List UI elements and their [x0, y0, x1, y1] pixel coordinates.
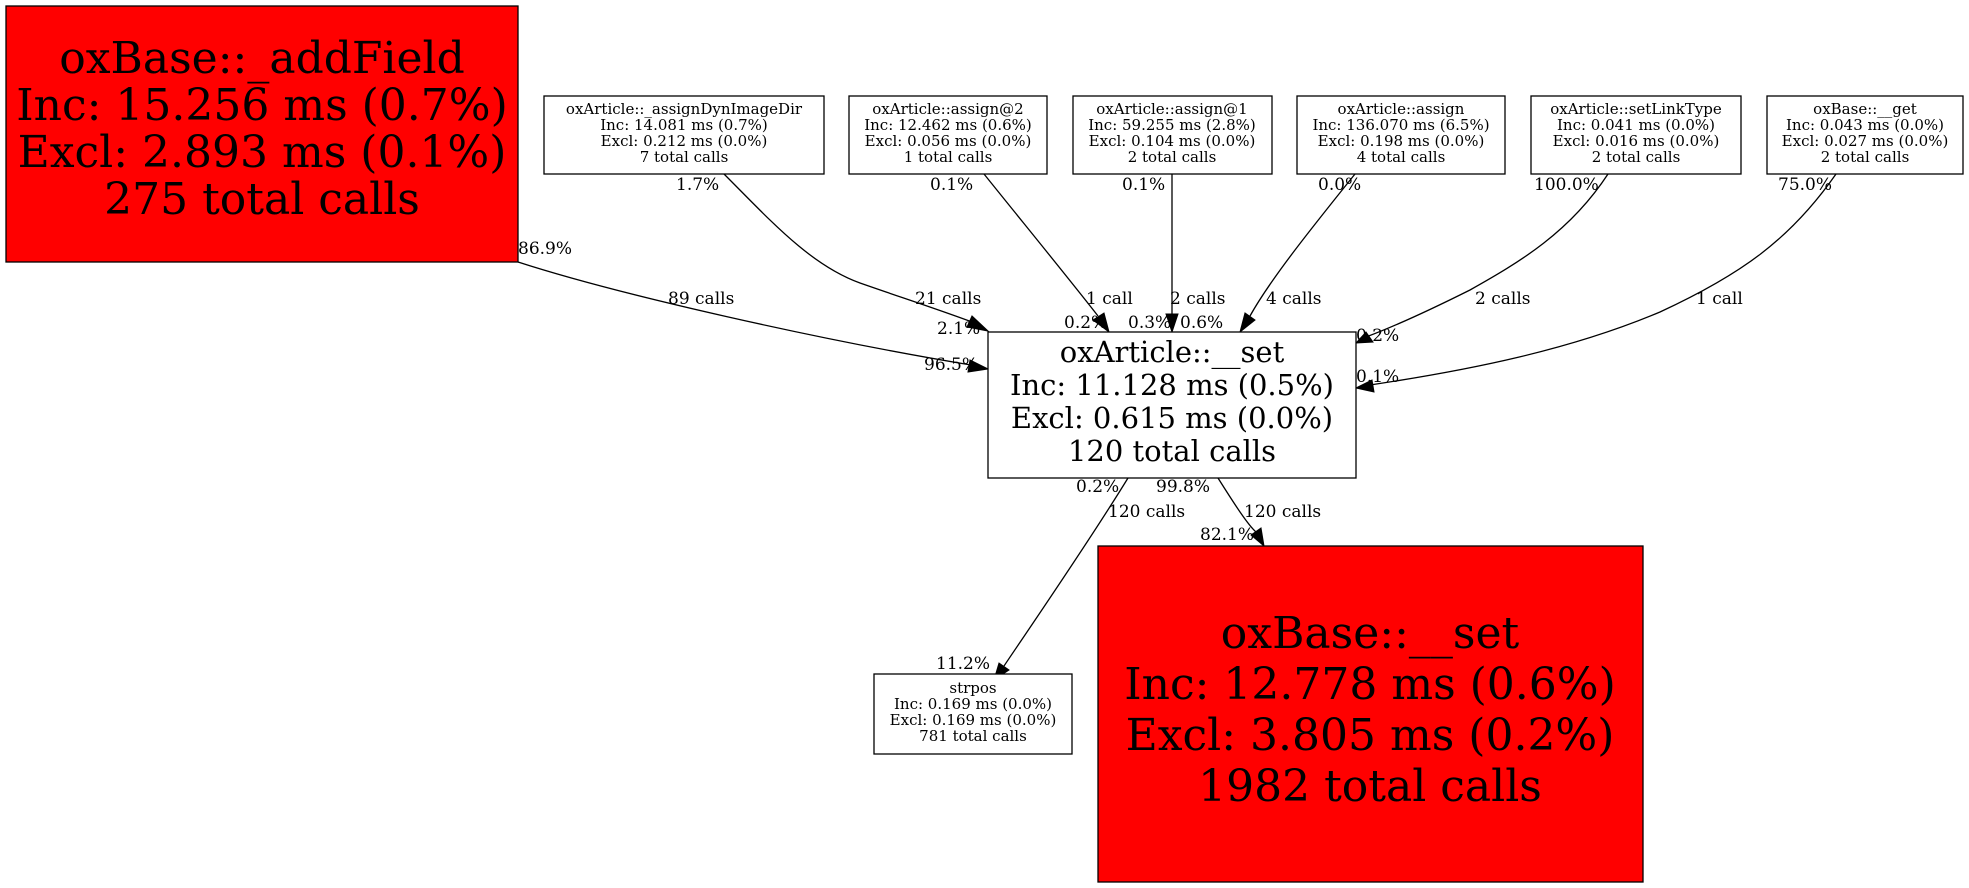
node-oxarticle-assign1[interactable]: oxArticle::assign@1 Inc: 59.255 ms (2.8%… — [1072, 95, 1273, 175]
edge-assign2-to-article-set[interactable]: 0.1% 1 call 0.2% — [930, 173, 1133, 334]
node-calls: 120 total calls — [1068, 434, 1276, 468]
node-excl: Excl: 0.212 ms (0.0%) — [601, 132, 768, 150]
node-inc: Inc: 59.255 ms (2.8%) — [1088, 116, 1256, 134]
node-calls: 2 total calls — [1128, 148, 1217, 166]
edge-head-pct: 0.3% — [1128, 313, 1171, 333]
edge-base-get-to-article-set[interactable]: 75.0% 1 call 0.1% — [1354, 173, 1837, 393]
edge-tail-pct: 75.0% — [1778, 175, 1832, 195]
node-inc: Inc: 0.041 ms (0.0%) — [1557, 116, 1715, 134]
node-oxarticle-assign[interactable]: oxArticle::assign Inc: 136.070 ms (6.5%)… — [1296, 95, 1506, 175]
edge-tail-pct: 1.7% — [676, 175, 719, 195]
edge-tail-pct: 0.1% — [930, 175, 973, 195]
edge-head-pct: 0.2% — [1356, 326, 1399, 346]
node-excl: Excl: 0.169 ms (0.0%) — [890, 711, 1057, 729]
node-calls: 1 total calls — [904, 148, 993, 166]
edge-head-pct: 96.5% — [924, 355, 978, 375]
node-title: strpos — [949, 679, 996, 697]
edge-head-pct: 82.1% — [1200, 525, 1254, 545]
node-inc: Inc: 15.256 ms (0.7%) — [16, 80, 508, 131]
node-oxarticle-assign2[interactable]: oxArticle::assign@2 Inc: 12.462 ms (0.6%… — [848, 95, 1048, 175]
node-excl: Excl: 0.016 ms (0.0%) — [1553, 132, 1720, 150]
node-title: oxArticle::_assignDynImageDir — [566, 100, 803, 118]
node-title: oxArticle::setLinkType — [1550, 100, 1722, 118]
node-title: oxArticle::assign@2 — [872, 100, 1023, 118]
node-title: oxArticle::assign — [1338, 100, 1465, 118]
node-inc: Inc: 136.070 ms (6.5%) — [1312, 116, 1489, 134]
node-oxarticle-set-link-type[interactable]: oxArticle::setLinkType Inc: 0.041 ms (0.… — [1530, 95, 1742, 175]
node-inc: Inc: 11.128 ms (0.5%) — [1010, 368, 1334, 402]
node-inc: Inc: 0.043 ms (0.0%) — [1786, 116, 1944, 134]
node-oxbase-set[interactable]: oxBase::__set Inc: 12.778 ms (0.6%) Excl… — [1097, 545, 1644, 883]
edge-article-set-to-base-set[interactable]: 99.8% 120 calls 82.1% — [1156, 477, 1321, 548]
node-calls: 2 total calls — [1821, 148, 1910, 166]
edge-article-set-to-strpos[interactable]: 0.2% 120 calls 11.2% — [936, 477, 1185, 682]
edge-calls-label: 1 call — [1086, 289, 1133, 309]
node-title: oxBase::__get — [1813, 100, 1917, 118]
edge-tail-pct: 100.0% — [1534, 175, 1599, 195]
edge-calls-label: 120 calls — [1244, 502, 1321, 522]
edge-head-pct: 11.2% — [936, 654, 990, 674]
node-inc: Inc: 14.081 ms (0.7%) — [600, 116, 768, 134]
edge-calls-label: 89 calls — [668, 289, 734, 309]
edge-tail-pct: 0.2% — [1076, 477, 1119, 497]
edge-tail-pct: 0.1% — [1122, 175, 1165, 195]
edge-head-pct: 0.6% — [1180, 313, 1223, 333]
node-calls: 1982 total calls — [1198, 761, 1542, 812]
edge-calls-label: 21 calls — [915, 289, 981, 309]
node-excl: Excl: 0.198 ms (0.0%) — [1318, 132, 1485, 150]
node-oxarticle-assign-dyn-image-dir[interactable]: oxArticle::_assignDynImageDir Inc: 14.08… — [543, 95, 825, 175]
node-calls: 275 total calls — [104, 174, 420, 225]
edge-tail-pct: 99.8% — [1156, 477, 1210, 497]
node-calls: 2 total calls — [1592, 148, 1681, 166]
edge-calls-label: 2 calls — [1475, 289, 1530, 309]
node-excl: Excl: 2.893 ms (0.1%) — [18, 127, 507, 178]
edge-calls-label: 4 calls — [1266, 289, 1321, 309]
node-calls: 7 total calls — [640, 148, 729, 166]
node-inc: Inc: 12.462 ms (0.6%) — [864, 116, 1032, 134]
node-excl: Excl: 0.615 ms (0.0%) — [1011, 401, 1333, 435]
node-calls: 781 total calls — [919, 727, 1027, 745]
edge-calls-label: 120 calls — [1108, 502, 1185, 522]
edge-head-pct: 0.1% — [1356, 367, 1399, 387]
node-oxbase-addfield[interactable]: oxBase::_addField Inc: 15.256 ms (0.7%) … — [5, 5, 519, 263]
node-excl: Excl: 0.027 ms (0.0%) — [1782, 132, 1949, 150]
edge-head-pct: 0.2% — [1064, 313, 1107, 333]
node-title: oxBase::_addField — [59, 33, 465, 84]
node-excl: Excl: 3.805 ms (0.2%) — [1126, 710, 1615, 761]
node-calls: 4 total calls — [1357, 148, 1446, 166]
node-title: oxArticle::assign@1 — [1096, 100, 1247, 118]
edge-calls-label: 2 calls — [1170, 289, 1225, 309]
node-excl: Excl: 0.056 ms (0.0%) — [865, 132, 1032, 150]
node-title: oxArticle::__set — [1060, 335, 1285, 370]
edge-assign1-to-article-set[interactable]: 0.1% 2 calls 0.3% — [1122, 174, 1225, 334]
node-inc: Inc: 12.778 ms (0.6%) — [1124, 659, 1616, 710]
edge-addfield-to-article-set[interactable]: 86.9% 89 calls 96.5% — [517, 239, 990, 375]
node-inc: Inc: 0.169 ms (0.0%) — [894, 695, 1052, 713]
node-title: oxBase::__set — [1221, 608, 1520, 659]
node-oxbase-get[interactable]: oxBase::__get Inc: 0.043 ms (0.0%) Excl:… — [1766, 95, 1964, 175]
edge-set-link-type-to-article-set[interactable]: 100.0% 2 calls 0.2% — [1354, 173, 1609, 346]
edge-assign-dyn-image-dir-to-article-set[interactable]: 1.7% 21 calls 2.1% — [676, 173, 990, 339]
node-oxarticle-set[interactable]: oxArticle::__set Inc: 11.128 ms (0.5%) E… — [987, 331, 1357, 479]
edge-tail-pct: 0.0% — [1318, 175, 1361, 195]
edge-calls-label: 1 call — [1696, 289, 1743, 309]
node-excl: Excl: 0.104 ms (0.0%) — [1089, 132, 1256, 150]
edge-assign-to-article-set[interactable]: 0.0% 4 calls 0.6% — [1180, 173, 1361, 334]
edge-head-pct: 2.1% — [937, 319, 980, 339]
edge-tail-pct: 86.9% — [518, 239, 572, 259]
node-strpos[interactable]: strpos Inc: 0.169 ms (0.0%) Excl: 0.169 … — [873, 673, 1073, 755]
